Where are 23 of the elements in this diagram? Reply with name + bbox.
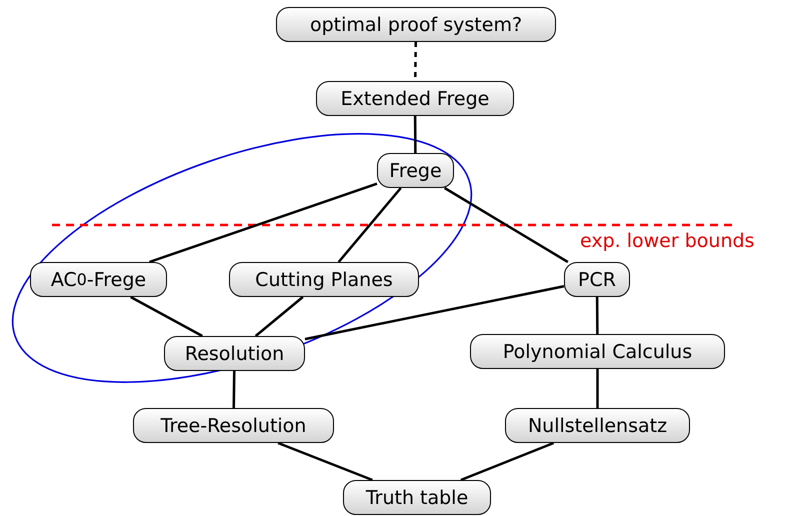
proof-system-box: Nullstellensatz bbox=[505, 408, 690, 443]
annotation-text: exp. lower bounds bbox=[580, 230, 754, 252]
proof-system-box: Frege bbox=[377, 153, 454, 188]
connector-line bbox=[232, 370, 236, 408]
proof-system-box: Polynomial Calculus bbox=[470, 334, 725, 369]
connector-line bbox=[596, 369, 599, 408]
connector-line bbox=[444, 186, 568, 264]
proof-system-box: Tree-Resolution bbox=[133, 408, 334, 443]
connector-line bbox=[130, 296, 203, 338]
proof-system-box: Truth table bbox=[343, 480, 491, 515]
connector-line bbox=[596, 297, 599, 334]
connector-line bbox=[254, 296, 304, 337]
proof-system-box: Cutting Planes bbox=[229, 262, 419, 297]
proof-system-box: Extended Frege bbox=[316, 81, 514, 116]
connector-line bbox=[148, 182, 378, 264]
connector-line bbox=[304, 285, 564, 340]
proof-system-box: optimal proof system? bbox=[276, 7, 556, 42]
proof-system-box: PCR bbox=[564, 262, 630, 297]
proof-system-box: Resolution bbox=[164, 336, 305, 371]
connector-line bbox=[338, 187, 402, 263]
connector-line bbox=[278, 442, 373, 482]
connector-line bbox=[460, 442, 554, 482]
connector-line bbox=[414, 116, 417, 153]
